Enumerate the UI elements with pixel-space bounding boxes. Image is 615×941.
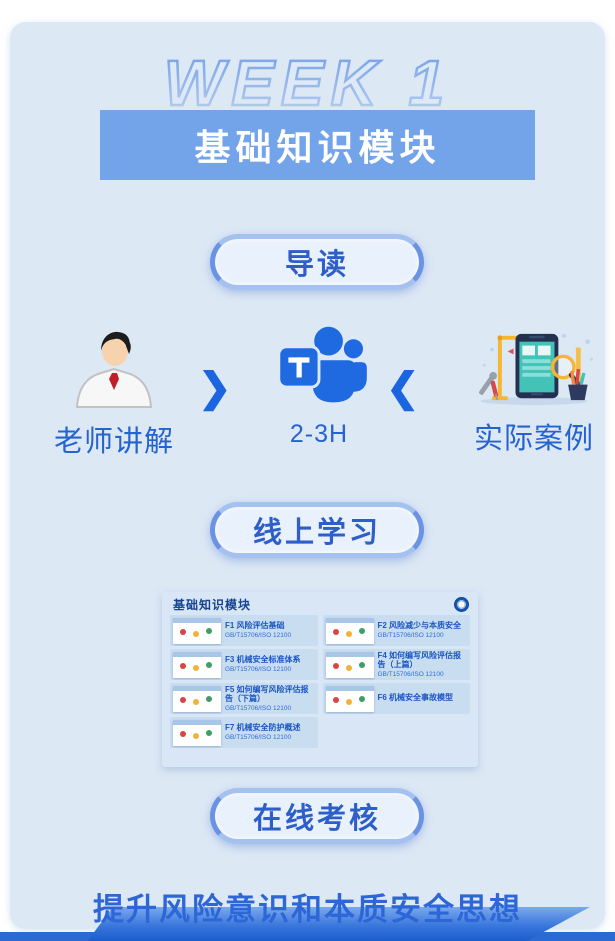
intro-pill-label: 导读 [284,249,349,281]
course-item-subtitle: GB/T15706/ISO 12100 [377,670,444,678]
footer-ribbon [87,907,590,941]
arrow-right-icon: ❯ [198,366,232,410]
course-item-text: F1 风险评估基础 GB/T15706/ISO 12100 [225,621,291,639]
course-item-title: F6 机械安全事故模型 [377,692,454,702]
course-thumbnail [173,685,221,712]
course-item-f3[interactable]: F3 机械安全标准体系 GB/T15706/ISO 12100 [170,649,318,680]
online-assessment-pill-label: 在线考核 [252,803,381,835]
course-panel-header: 基础知识模块 [162,592,478,614]
online-learning-pill-label: 线上学习 [252,517,381,549]
course-item-text: F3 机械安全标准体系 GB/T15706/ISO 12100 [225,655,301,673]
course-item-title: F2 风险减少与本质安全 [377,621,462,631]
teacher-icon [75,331,153,408]
teams-block: 2-3H [244,322,394,449]
teacher-label: 老师讲解 [53,426,174,458]
arrow-left-icon: ❮ [386,366,420,410]
online-learning-pill-button[interactable]: 线上学习 [210,502,424,558]
course-item-title: F1 风险评估基础 [225,621,285,631]
course-item-subtitle: GB/T15706/ISO 12100 [225,632,292,640]
course-panel: 基础知识模块 F1 风险评估基础 GB/T15706/ISO 12100 F2 … [162,592,478,767]
course-item-title: F3 机械安全标准体系 [225,655,301,665]
course-thumbnail [325,651,374,678]
course-thumbnail [173,617,221,644]
course-item-subtitle: GB/T15706/ISO 12100 [225,734,292,742]
course-grid: F1 风险评估基础 GB/T15706/ISO 12100 F2 风险减少与本质… [162,614,478,748]
footer-slogan: 提升风险意识和本质安全思想 [93,892,522,927]
course-item-title: F4 如何编写风险评估报告（上篇） [377,650,462,670]
course-item-text: F2 风险减少与本质安全 GB/T15706/ISO 12100 [378,621,462,639]
course-item-f1[interactable]: F1 风险评估基础 GB/T15706/ISO 12100 [170,615,318,646]
course-item-f5[interactable]: F5 如何编写风险评估报告（下篇） GB/T15706/ISO 12100 [170,683,318,714]
teacher-block: 老师讲解 [38,327,190,460]
course-item-text: F4 如何编写风险评估报告（上篇） GB/T15706/ISO 12100 [378,651,468,679]
case-block: 实际案例 [453,330,615,457]
course-item-f7[interactable]: F7 机械安全防护概述 GB/T15706/ISO 12100 [170,717,318,748]
course-item-f2[interactable]: F2 风险减少与本质安全 GB/T15706/ISO 12100 [322,615,470,646]
course-thumbnail [325,685,374,712]
course-thumbnail [173,651,221,678]
course-item-f4[interactable]: F4 如何编写风险评估报告（上篇） GB/T15706/ISO 12100 [322,649,470,680]
intro-pill-button[interactable]: 导读 [210,234,424,290]
tuv-logo-badge-icon [454,596,469,612]
course-item-text: F6 机械安全事故模型 [378,693,454,705]
online-assessment-pill-button[interactable]: 在线考核 [210,788,424,844]
course-item-subtitle: GB/T15706/ISO 12100 [225,704,292,712]
course-item-f6[interactable]: F6 机械安全事故模型 [322,683,470,714]
module-title: 基础知识模块 [194,127,441,168]
course-item-subtitle: GB/T15706/ISO 12100 [225,666,292,674]
module-title-banner: 基础知识模块 [100,110,535,180]
course-item-title: F5 如何编写风险评估报告（下篇） [225,684,309,704]
course-thumbnail [173,719,221,746]
course-item-title: F7 机械安全防护概述 [225,723,301,733]
course-item-text: F7 机械安全防护概述 GB/T15706/ISO 12100 [225,723,301,741]
course-item-subtitle: GB/T15706/ISO 12100 [377,632,444,640]
case-label: 实际案例 [473,423,594,455]
course-panel-title: 基础知识模块 [173,597,252,612]
week-heading: WEEK 1 [163,46,452,121]
course-thumbnail [325,617,374,644]
course-item-text: F5 如何编写风险评估报告（下篇） GB/T15706/ISO 12100 [225,685,315,713]
duration-label: 2-3H [289,420,349,448]
teams-icon [277,326,367,403]
case-study-illustration-icon [479,333,593,406]
flow-row: 老师讲解 ❯ 2-3H ❮ [10,322,605,462]
main-card: WEEK 1 基础知识模块 导读 老师讲解 ❯ [10,22,605,929]
